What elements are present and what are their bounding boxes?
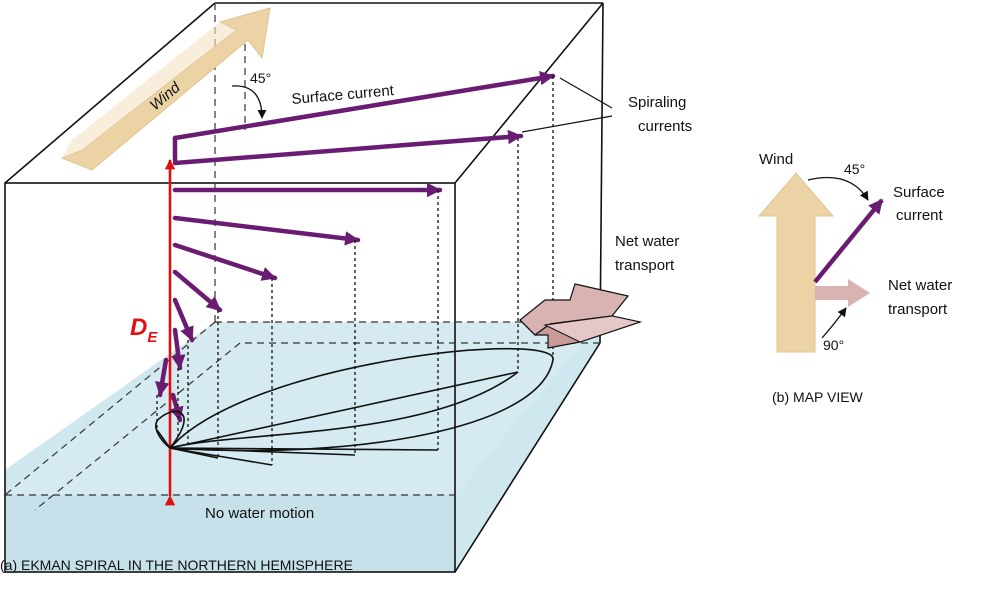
no-water-motion-label: No water motion (205, 505, 314, 522)
map-angle-45-label: 45° (844, 161, 865, 177)
panel-b-caption: (b) MAP VIEW (772, 389, 864, 405)
current-arrow (172, 129, 524, 166)
panel-a-caption: (a) EKMAN SPIRAL IN THE NORTHERN HEMISPH… (0, 557, 353, 573)
current-arrows (155, 70, 556, 423)
current-arrow (155, 357, 170, 398)
current-arrow (172, 297, 195, 343)
map-angle-90-label: 90° (823, 337, 844, 353)
water-front-face (5, 495, 455, 572)
surface-current-arrow (172, 70, 556, 141)
spiraling-pointer (521, 77, 613, 133)
net-transport-label-1: Net water (615, 233, 679, 250)
net-transport-label-2: transport (615, 257, 675, 274)
map-wind-arrow (757, 172, 835, 353)
current-arrow (172, 215, 361, 246)
map-surface-label-2: current (896, 207, 944, 224)
map-surface-current-arrow (813, 198, 884, 284)
angle-45-arc (231, 85, 267, 119)
spiraling-label-1: Spiraling (628, 94, 686, 111)
panel-b-map-view: Wind 45° Surface current Net water trans… (757, 151, 952, 405)
angle-45-label: 45° (250, 70, 271, 86)
panel-a-ekman-box: Wind 45° Surface current DE (4, 2, 692, 573)
map-wind-label: Wind (759, 151, 793, 168)
map-angle-90-arc (821, 307, 847, 339)
map-net-transport-label-2: transport (888, 301, 948, 318)
water-top-surface (5, 322, 600, 495)
map-surface-label-1: Surface (893, 184, 945, 201)
map-net-transport-arrow (815, 279, 870, 307)
current-arrow (172, 269, 223, 313)
spiraling-label-2: currents (638, 118, 692, 135)
current-arrow (171, 327, 186, 371)
box-outline (4, 2, 604, 573)
map-angle-45-arc (807, 176, 869, 201)
current-arrow (169, 392, 184, 423)
spiral-hodograph (155, 348, 554, 466)
net-transport-arrow (519, 283, 643, 349)
depth-label: DE (130, 314, 158, 346)
current-arrow (172, 242, 278, 281)
wind-arrow: Wind (60, 7, 271, 171)
map-net-transport-label-1: Net water (888, 277, 952, 294)
